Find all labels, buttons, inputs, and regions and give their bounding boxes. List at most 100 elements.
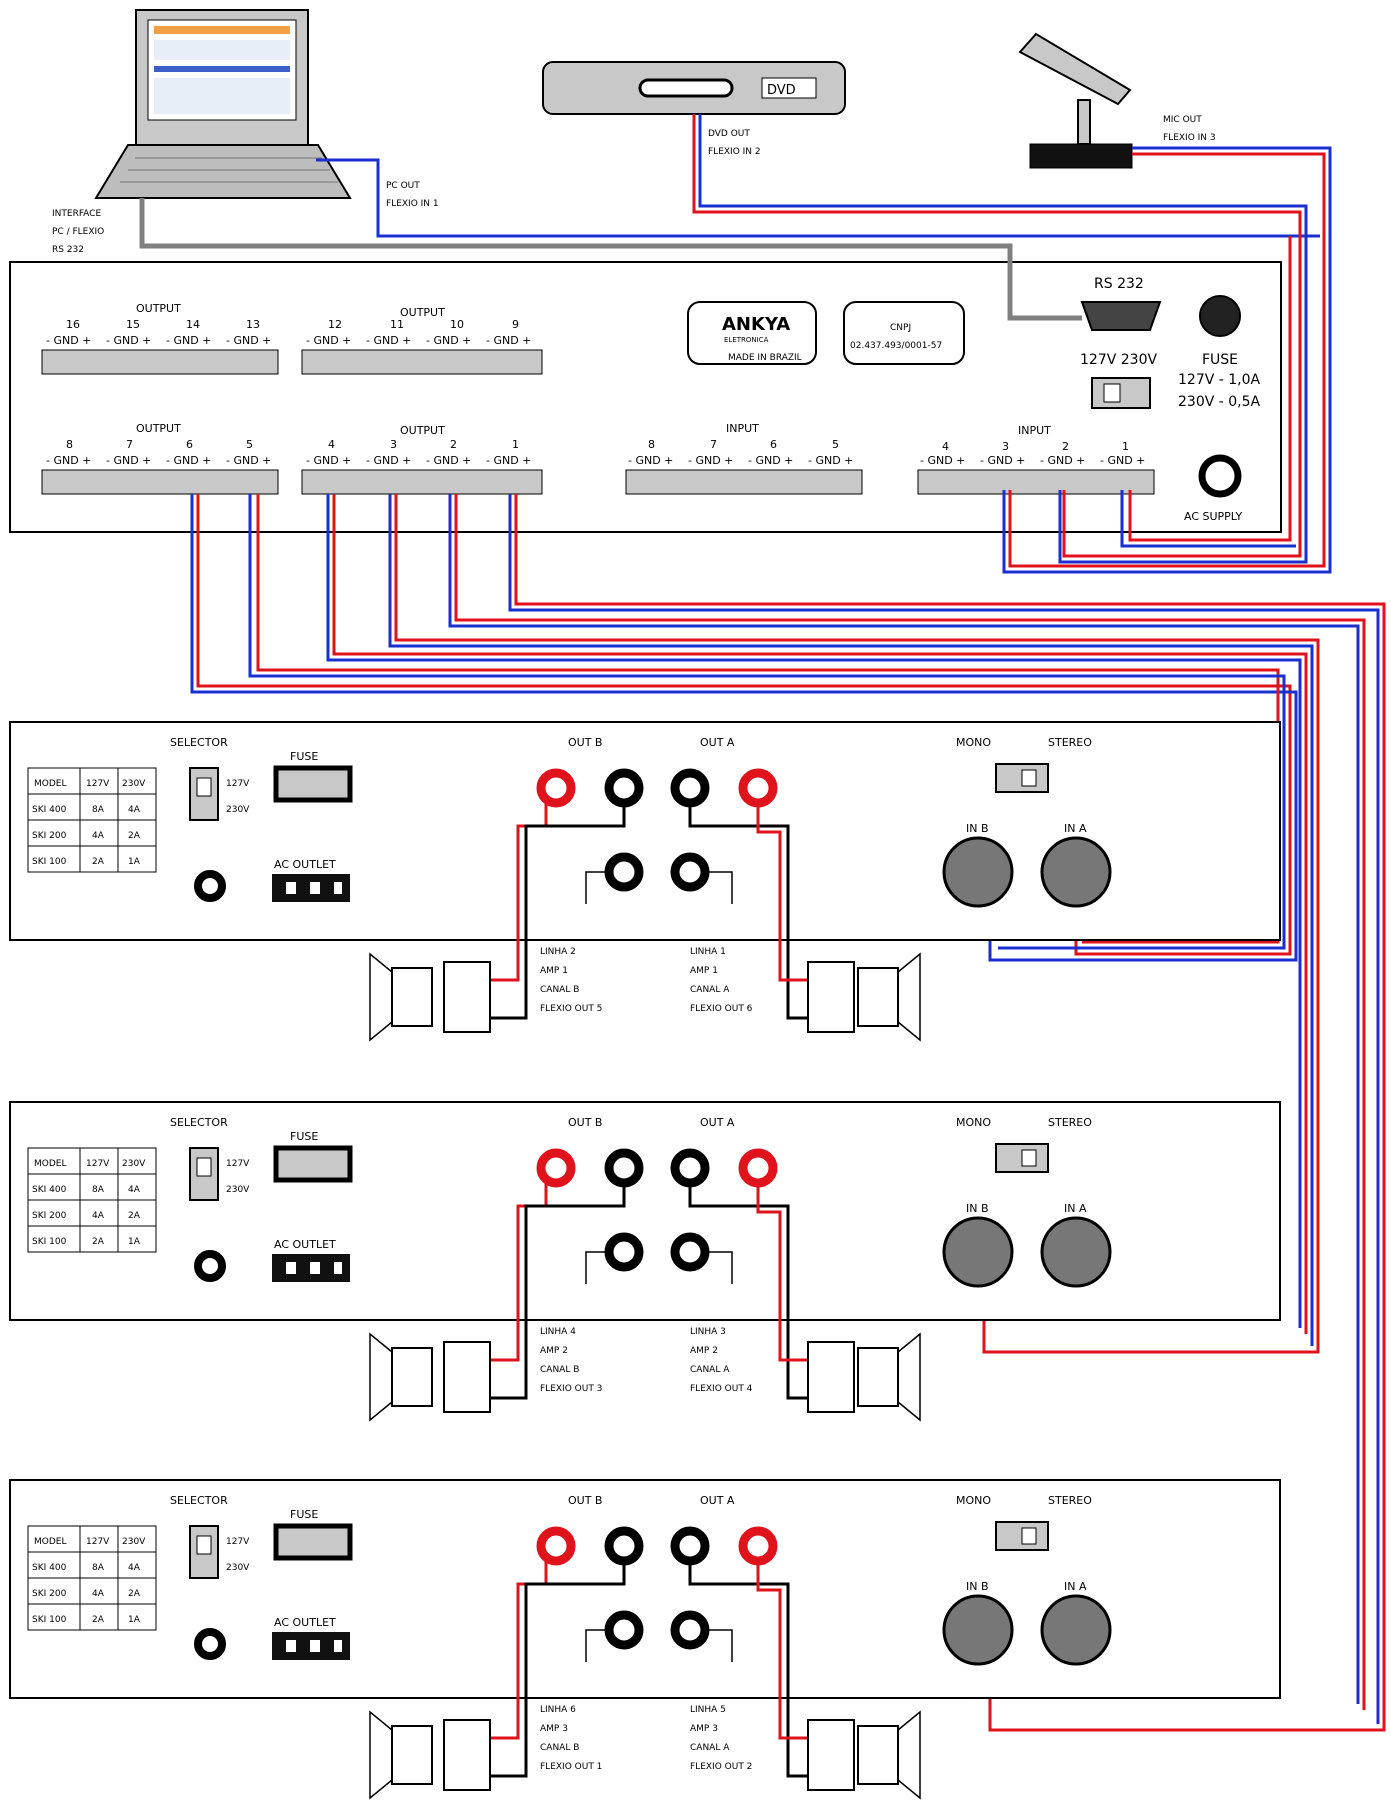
output-title-top-right: OUTPUT bbox=[400, 306, 445, 319]
pin-label: - GND + bbox=[486, 454, 531, 467]
cnpj-value: 02.437.493/0001-57 bbox=[850, 341, 942, 351]
voltage-selector[interactable] bbox=[189, 1147, 219, 1201]
channel-number: 7 bbox=[710, 438, 717, 451]
channel-number: 15 bbox=[126, 318, 140, 331]
line-label-left: LINHA 4 bbox=[540, 1327, 576, 1337]
wire-pc-to-flexio bbox=[316, 158, 1320, 238]
stereo-label: STEREO bbox=[1048, 1116, 1092, 1129]
fuse-label: FUSE bbox=[1202, 352, 1238, 368]
selector-label: SELECTOR bbox=[170, 736, 228, 749]
channel-number: 3 bbox=[390, 438, 397, 451]
pin-label: - GND + bbox=[486, 334, 531, 347]
line-label-right: CANAL A bbox=[690, 985, 730, 995]
mono-label: MONO bbox=[956, 1494, 991, 1507]
voltage-switch[interactable] bbox=[1091, 377, 1151, 409]
table-header: 230V bbox=[122, 1159, 146, 1169]
pin-label: - GND + bbox=[366, 454, 411, 467]
pin-label: - GND + bbox=[920, 454, 965, 467]
binding-post bbox=[670, 1148, 710, 1188]
fuse-holder bbox=[273, 1145, 353, 1183]
binding-post bbox=[738, 1148, 778, 1188]
channel-number: 6 bbox=[770, 438, 777, 451]
table-cell: SKI 400 bbox=[32, 1563, 67, 1573]
pin-label: - GND + bbox=[226, 454, 271, 467]
voltage-127-label: 127V bbox=[226, 779, 250, 789]
out-a-label: OUT A bbox=[700, 1116, 735, 1129]
voltage-switch-knob bbox=[1103, 383, 1121, 403]
wire-pc-in1 bbox=[1120, 236, 1296, 548]
voltage-230-label: 230V bbox=[226, 1185, 250, 1195]
pin-label: - GND + bbox=[226, 334, 271, 347]
power-socket bbox=[194, 1628, 226, 1660]
line-label-left: LINHA 6 bbox=[540, 1705, 576, 1715]
line-label-left: AMP 3 bbox=[540, 1724, 568, 1734]
table-header: 127V bbox=[86, 1159, 110, 1169]
pin-label: - GND + bbox=[306, 454, 351, 467]
ground-post bbox=[604, 1232, 644, 1272]
table-cell: SKI 200 bbox=[32, 1589, 67, 1599]
table-header: 127V bbox=[86, 779, 110, 789]
cnpj-box bbox=[843, 301, 965, 365]
line-label-right: AMP 1 bbox=[690, 966, 718, 976]
channel-number: 9 bbox=[512, 318, 519, 331]
in-a-label: IN A bbox=[1064, 1202, 1087, 1215]
table-cell: 2A bbox=[128, 831, 141, 841]
table-cell: 2A bbox=[128, 1211, 141, 1221]
table-cell: 4A bbox=[128, 805, 141, 815]
line-label-left: FLEXIO OUT 3 bbox=[540, 1384, 602, 1394]
pin-label: - GND + bbox=[106, 334, 151, 347]
line-label-left: CANAL B bbox=[540, 1365, 579, 1375]
channel-number: 4 bbox=[328, 438, 335, 451]
in-b-label: IN B bbox=[966, 1580, 989, 1593]
binding-post bbox=[536, 1526, 576, 1566]
table-cell: 4A bbox=[92, 831, 105, 841]
ground-post bbox=[670, 852, 710, 892]
channel-number: 8 bbox=[66, 438, 73, 451]
in-a-label: IN A bbox=[1064, 1580, 1087, 1593]
speaker-right bbox=[897, 952, 921, 1042]
stereo-label: STEREO bbox=[1048, 1494, 1092, 1507]
table-cell: 2A bbox=[128, 1589, 141, 1599]
transformer-left bbox=[443, 1341, 491, 1413]
xlr-in-b bbox=[942, 1594, 1014, 1666]
wire-mic bbox=[1002, 146, 1332, 574]
table-cell: SKI 200 bbox=[32, 1211, 67, 1221]
output-title-top-left: OUTPUT bbox=[136, 302, 181, 315]
line-label-left: CANAL B bbox=[540, 985, 579, 995]
table-header: MODEL bbox=[34, 779, 66, 789]
table-cell: 4A bbox=[92, 1589, 105, 1599]
line-label-right: LINHA 3 bbox=[690, 1327, 726, 1337]
interface-label-1: INTERFACE bbox=[52, 209, 101, 219]
binding-post bbox=[670, 768, 710, 808]
wire-rs232 bbox=[139, 198, 1082, 321]
transformer-right bbox=[807, 1719, 855, 1791]
pin-label: - GND + bbox=[628, 454, 673, 467]
binding-post bbox=[536, 1148, 576, 1188]
speaker-left bbox=[369, 1710, 393, 1800]
amplifier-panel bbox=[9, 1479, 1281, 1699]
channel-number: 11 bbox=[390, 318, 404, 331]
table-cell: 4A bbox=[128, 1185, 141, 1195]
line-label-right: AMP 3 bbox=[690, 1724, 718, 1734]
pc-out-label-2: FLEXIO IN 1 bbox=[386, 199, 439, 209]
power-socket bbox=[194, 870, 226, 902]
dvd-label: DVD bbox=[767, 83, 796, 98]
table-cell: 1A bbox=[128, 1615, 141, 1625]
table-cell: 4A bbox=[128, 1563, 141, 1573]
binding-post bbox=[738, 1526, 778, 1566]
channel-number: 3 bbox=[1002, 440, 1009, 453]
table-header: MODEL bbox=[34, 1159, 66, 1169]
line-label-left: CANAL B bbox=[540, 1743, 579, 1753]
channel-number: 13 bbox=[246, 318, 260, 331]
binding-post bbox=[536, 768, 576, 808]
pin-label: - GND + bbox=[808, 454, 853, 467]
wire-out-to-amp1 bbox=[190, 494, 1298, 962]
ac-supply-socket bbox=[1198, 454, 1242, 498]
xlr-in-a bbox=[1040, 1216, 1112, 1288]
table-cell: 8A bbox=[92, 1563, 105, 1573]
line-label-right: LINHA 1 bbox=[690, 947, 726, 957]
laptop-device bbox=[94, 9, 352, 199]
transformer-left bbox=[443, 1719, 491, 1791]
